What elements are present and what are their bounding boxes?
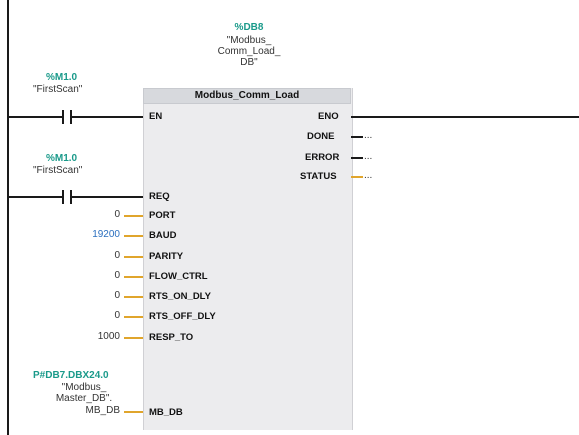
flow-ctrl-connector — [124, 276, 143, 278]
parity-value[interactable]: 0 — [114, 250, 120, 261]
mb-db-param-name[interactable]: "Modbus_ Master_DB". — [55, 382, 113, 404]
resp-to-value[interactable]: 1000 — [97, 331, 120, 342]
pin-rts-on-dly[interactable]: RTS_ON_DLY — [149, 291, 211, 302]
mb-db-connector — [124, 411, 143, 413]
pin-flow-ctrl[interactable]: FLOW_CTRL — [149, 271, 208, 282]
flow-ctrl-value[interactable]: 0 — [114, 270, 120, 281]
eno-wire — [351, 116, 579, 118]
req-rung-wire-left — [7, 196, 62, 198]
req-rung-wire-right — [72, 196, 143, 198]
contact-1-address[interactable]: %M1.0 — [46, 72, 78, 83]
instance-db-name[interactable]: "Modbus_ Comm_Load_ DB" — [217, 35, 281, 68]
pin-eno[interactable]: ENO — [318, 111, 339, 122]
pin-done[interactable]: DONE — [307, 131, 335, 142]
mb-db-param-address[interactable]: P#DB7.DBX24.0 — [33, 370, 109, 381]
contact-1-right-bar — [70, 110, 72, 124]
en-rung-wire-right — [72, 116, 143, 118]
contact-2-left-bar — [62, 190, 64, 204]
contact-1-left-bar — [62, 110, 64, 124]
pin-parity[interactable]: PARITY — [149, 251, 184, 262]
pin-baud[interactable]: BAUD — [149, 230, 177, 241]
rts-on-dly-connector — [124, 296, 143, 298]
port-value[interactable]: 0 — [114, 209, 120, 220]
function-block-header — [143, 88, 351, 104]
en-rung-wire-left — [7, 116, 62, 118]
function-block-title: Modbus_Comm_Load — [194, 90, 300, 101]
contact-2-tag[interactable]: "FirstScan" — [33, 165, 83, 176]
done-value[interactable]: ... — [364, 130, 373, 141]
rts-off-dly-value[interactable]: 0 — [114, 310, 120, 321]
left-power-rail — [7, 0, 9, 435]
baud-connector — [124, 235, 143, 237]
function-block-body[interactable] — [143, 88, 353, 430]
pin-error[interactable]: ERROR — [305, 152, 340, 163]
contact-1-tag[interactable]: "FirstScan" — [33, 84, 83, 95]
done-connector — [351, 136, 363, 138]
contact-2-right-bar — [70, 190, 72, 204]
error-connector — [351, 157, 363, 159]
error-value[interactable]: ... — [364, 151, 373, 162]
baud-value[interactable]: 19200 — [92, 229, 120, 240]
pin-resp-to[interactable]: RESP_TO — [149, 332, 194, 343]
pin-req[interactable]: REQ — [149, 191, 170, 202]
pin-status[interactable]: STATUS — [300, 171, 337, 182]
status-connector — [351, 176, 363, 178]
parity-connector — [124, 256, 143, 258]
pin-port[interactable]: PORT — [149, 210, 176, 221]
instance-db-address[interactable]: %DB8 — [234, 22, 264, 33]
status-value[interactable]: ... — [364, 170, 373, 181]
mb-db-value[interactable]: MB_DB — [85, 405, 120, 416]
rts-off-dly-connector — [124, 316, 143, 318]
pin-rts-off-dly[interactable]: RTS_OFF_DLY — [149, 311, 216, 322]
pin-en[interactable]: EN — [149, 111, 163, 122]
resp-to-connector — [124, 337, 143, 339]
port-connector — [124, 215, 143, 217]
contact-2-address[interactable]: %M1.0 — [46, 153, 78, 164]
pin-mb-db[interactable]: MB_DB — [149, 407, 183, 418]
rts-on-dly-value[interactable]: 0 — [114, 290, 120, 301]
